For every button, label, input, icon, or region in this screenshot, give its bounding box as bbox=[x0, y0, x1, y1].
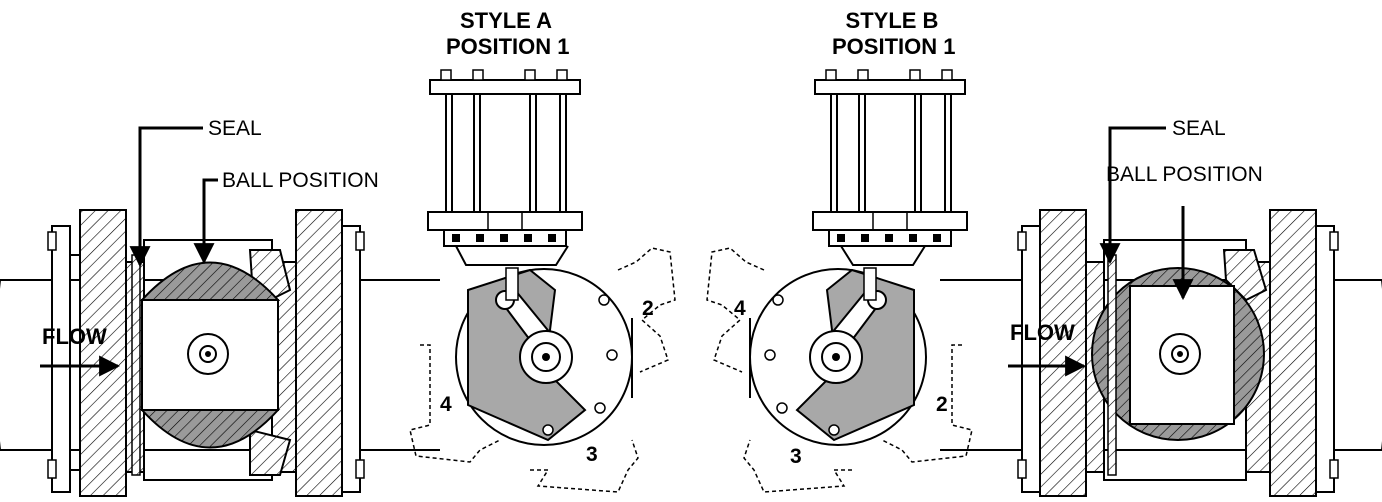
style-b-assembly bbox=[706, 69, 1382, 497]
style-b-title: STYLE B POSITION 1 bbox=[832, 8, 956, 59]
actuator-a bbox=[427, 69, 583, 266]
style-a-title-line1: STYLE A bbox=[459, 8, 553, 33]
style-a-position-3: 3 bbox=[586, 443, 598, 466]
flange-b-left bbox=[1021, 209, 1105, 497]
seal-a bbox=[131, 254, 141, 476]
seal-b bbox=[1107, 254, 1117, 476]
style-b-seal-label: SEAL bbox=[1172, 117, 1226, 140]
style-b-flow-label: FLOW bbox=[1010, 320, 1075, 345]
style-a-flow-label: FLOW bbox=[42, 324, 107, 349]
cam-a bbox=[455, 267, 633, 446]
flange-a-left bbox=[51, 209, 145, 497]
style-b-position-2: 2 bbox=[936, 393, 948, 416]
style-b-ball-label: BALL POSITION bbox=[1106, 163, 1263, 186]
position-outlines-b bbox=[706, 247, 973, 493]
style-a-position-2: 2 bbox=[642, 297, 654, 320]
style-b-position-4: 4 bbox=[734, 297, 746, 320]
style-a-ball-label: BALL POSITION bbox=[222, 169, 379, 192]
style-b-position-3: 3 bbox=[790, 445, 802, 468]
style-b-title-line2: POSITION 1 bbox=[832, 34, 956, 59]
style-a-position-4: 4 bbox=[440, 393, 452, 416]
style-a-seal-label: SEAL bbox=[208, 117, 262, 140]
style-a-title: STYLE A POSITION 1 bbox=[446, 8, 570, 59]
flange-a-right bbox=[271, 209, 361, 497]
leader-arrows bbox=[40, 126, 1194, 377]
style-a-assembly bbox=[0, 69, 676, 497]
style-b-title-line1: STYLE B bbox=[845, 8, 939, 33]
style-a-title-line2: POSITION 1 bbox=[446, 34, 570, 59]
flange-b-right bbox=[1245, 209, 1335, 497]
position-outlines-a bbox=[409, 247, 676, 493]
cam-b bbox=[749, 267, 927, 446]
ball-b bbox=[1091, 267, 1265, 441]
ball-a bbox=[139, 261, 281, 449]
actuator-b bbox=[812, 69, 968, 266]
